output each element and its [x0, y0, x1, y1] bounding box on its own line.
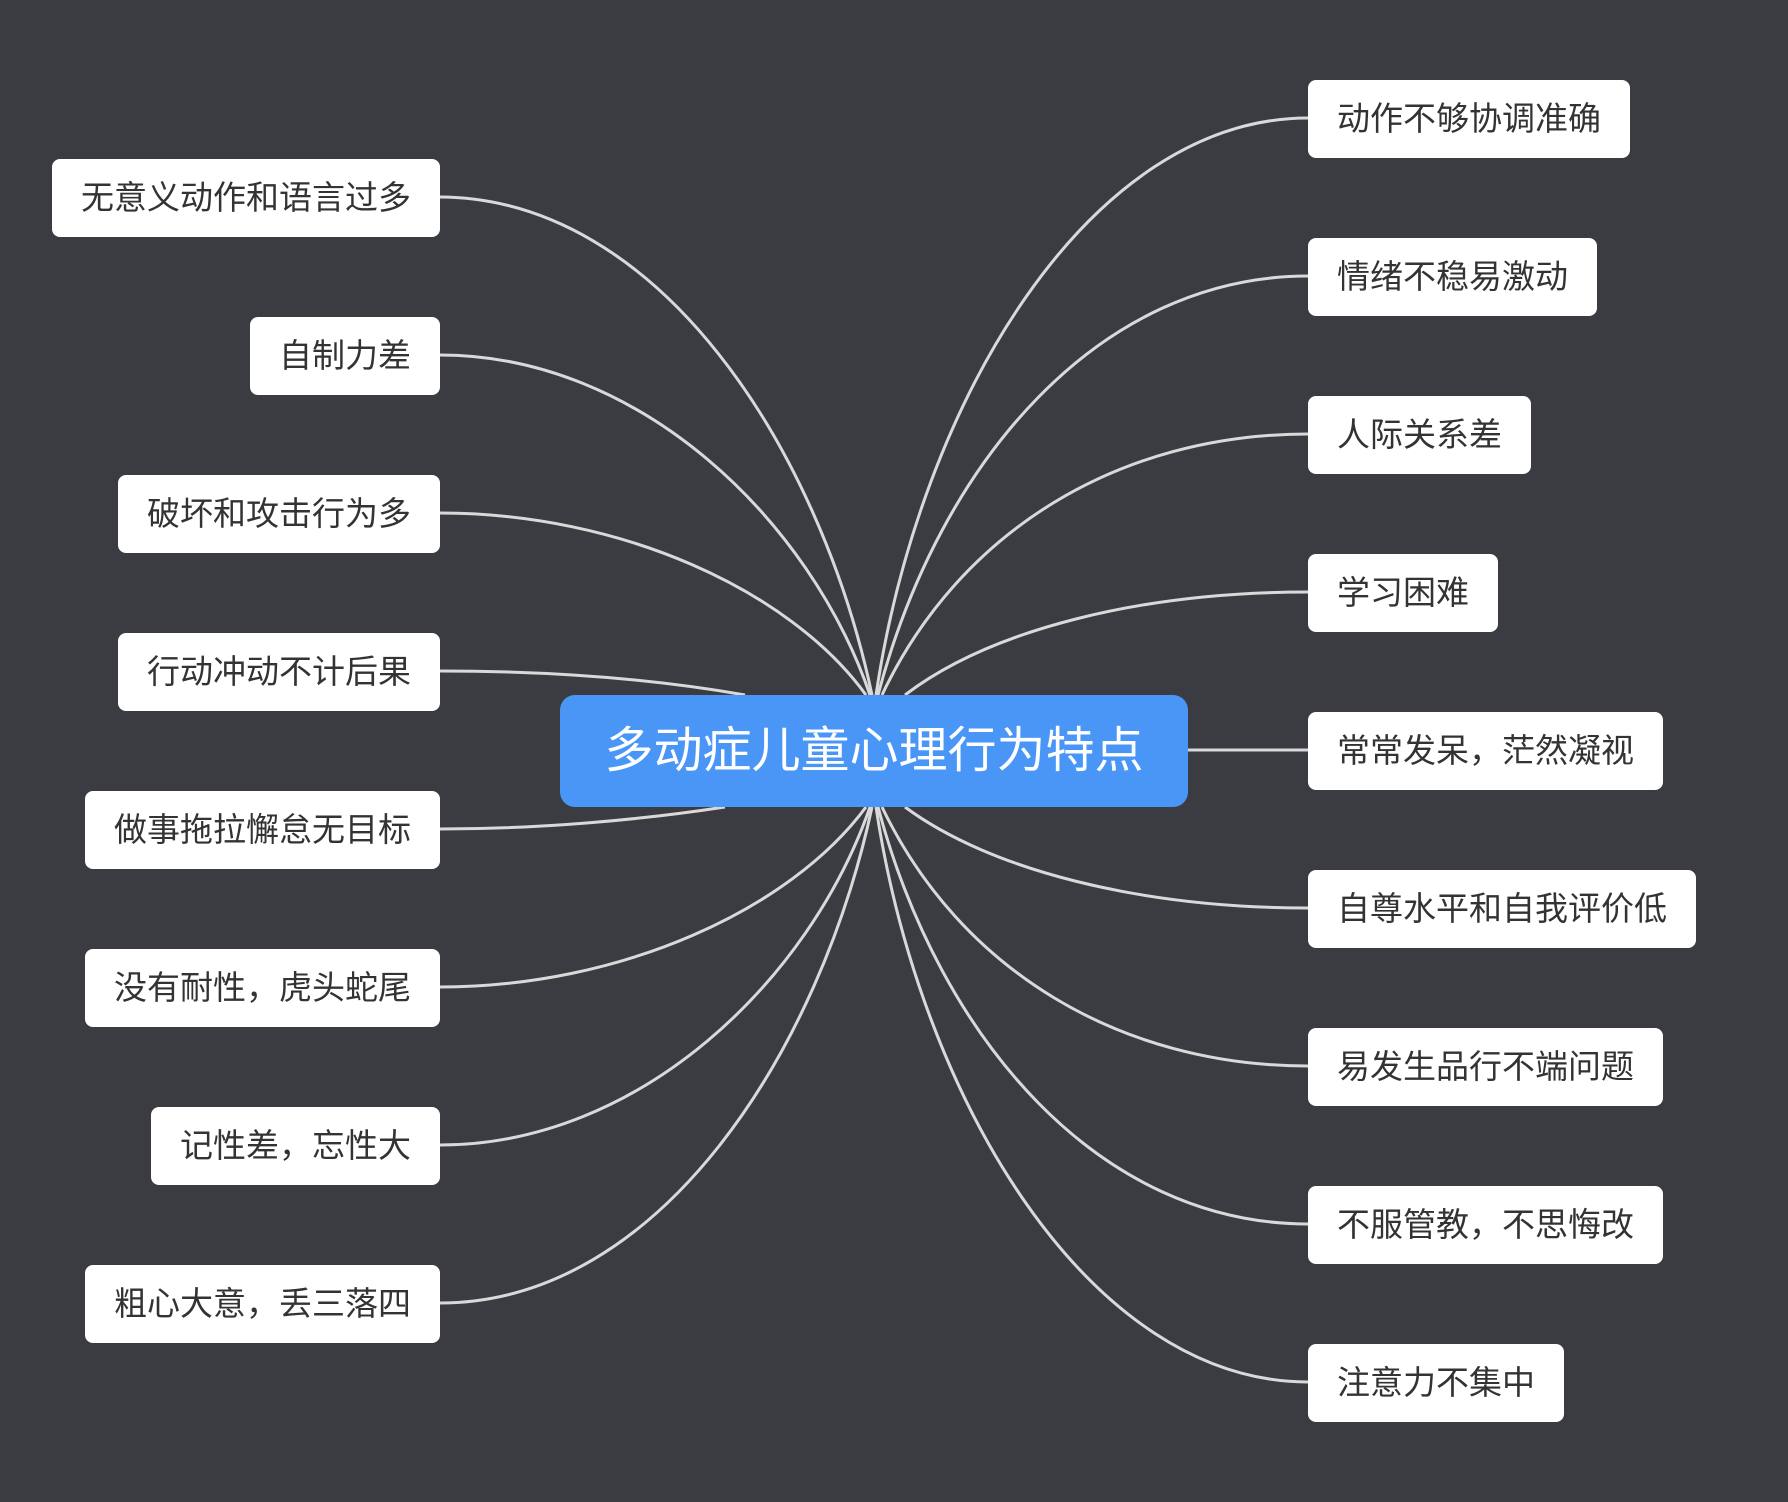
topic-left-4[interactable]: 做事拖拉懈怠无目标 — [85, 791, 440, 869]
topic-left-2[interactable]: 破坏和攻击行为多 — [118, 475, 440, 553]
connector-right-2 — [880, 432, 1309, 696]
connector-left-5 — [439, 806, 868, 989]
connector-left-1 — [439, 353, 872, 696]
topic-right-5[interactable]: 自尊水平和自我评价低 — [1308, 870, 1696, 948]
topic-left-3[interactable]: 行动冲动不计后果 — [118, 633, 440, 711]
topic-right-1[interactable]: 情绪不稳易激动 — [1308, 238, 1597, 316]
connector-right-1 — [876, 274, 1309, 696]
connector-left-0 — [439, 195, 874, 696]
connector-right-6 — [880, 806, 1309, 1068]
topic-right-2[interactable]: 人际关系差 — [1308, 396, 1531, 474]
topic-left-6[interactable]: 记性差，忘性大 — [151, 1107, 440, 1185]
topic-left-5[interactable]: 没有耐性，虎头蛇尾 — [85, 949, 440, 1027]
connector-left-2 — [439, 511, 868, 696]
connector-right-3 — [904, 590, 1309, 697]
topic-right-4[interactable]: 常常发呆，茫然凝视 — [1308, 712, 1663, 790]
connector-left-7 — [439, 806, 874, 1305]
topic-right-6[interactable]: 易发生品行不端问题 — [1308, 1028, 1663, 1106]
connector-right-7 — [876, 806, 1309, 1226]
connector-left-3 — [439, 669, 746, 697]
connector-right-5 — [904, 805, 1309, 910]
topic-left-1[interactable]: 自制力差 — [250, 317, 440, 395]
topic-right-8[interactable]: 注意力不集中 — [1308, 1344, 1564, 1422]
connector-left-6 — [439, 806, 872, 1147]
connector-left-4 — [439, 805, 726, 831]
topic-right-7[interactable]: 不服管教，不思悔改 — [1308, 1186, 1663, 1264]
central-topic[interactable]: 多动症儿童心理行为特点 — [560, 695, 1188, 807]
topic-left-7[interactable]: 粗心大意，丢三落四 — [85, 1265, 440, 1343]
connector-right-8 — [874, 806, 1309, 1384]
topic-left-0[interactable]: 无意义动作和语言过多 — [52, 159, 440, 237]
connector-right-0 — [874, 116, 1309, 696]
topic-right-0[interactable]: 动作不够协调准确 — [1308, 80, 1630, 158]
topic-right-3[interactable]: 学习困难 — [1308, 554, 1498, 632]
